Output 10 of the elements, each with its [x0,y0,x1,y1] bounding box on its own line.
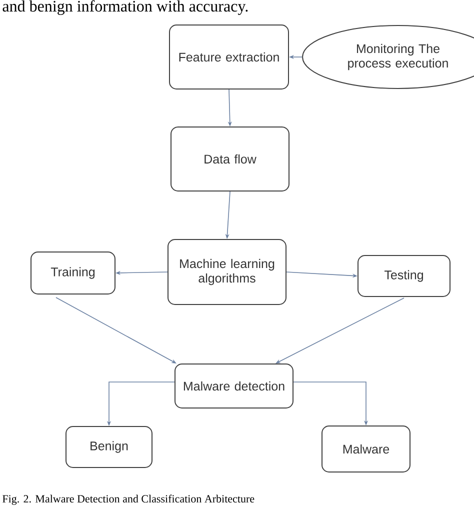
process-box: Malware [322,426,410,472]
process-box: Feature extraction [169,24,289,90]
process-box: Testing [358,255,450,297]
process-box: Data flow [170,126,290,192]
caption: Fig. 2. Malware Detection and Classification Arbitecture [2,494,254,505]
process-box: Malware detection [174,364,294,408]
process-box: Benign [66,426,152,468]
process-box: Training [30,252,116,294]
body-text: and benign information with accuracy. [2,0,248,15]
process-box: Machine learning algorithms [168,239,286,305]
